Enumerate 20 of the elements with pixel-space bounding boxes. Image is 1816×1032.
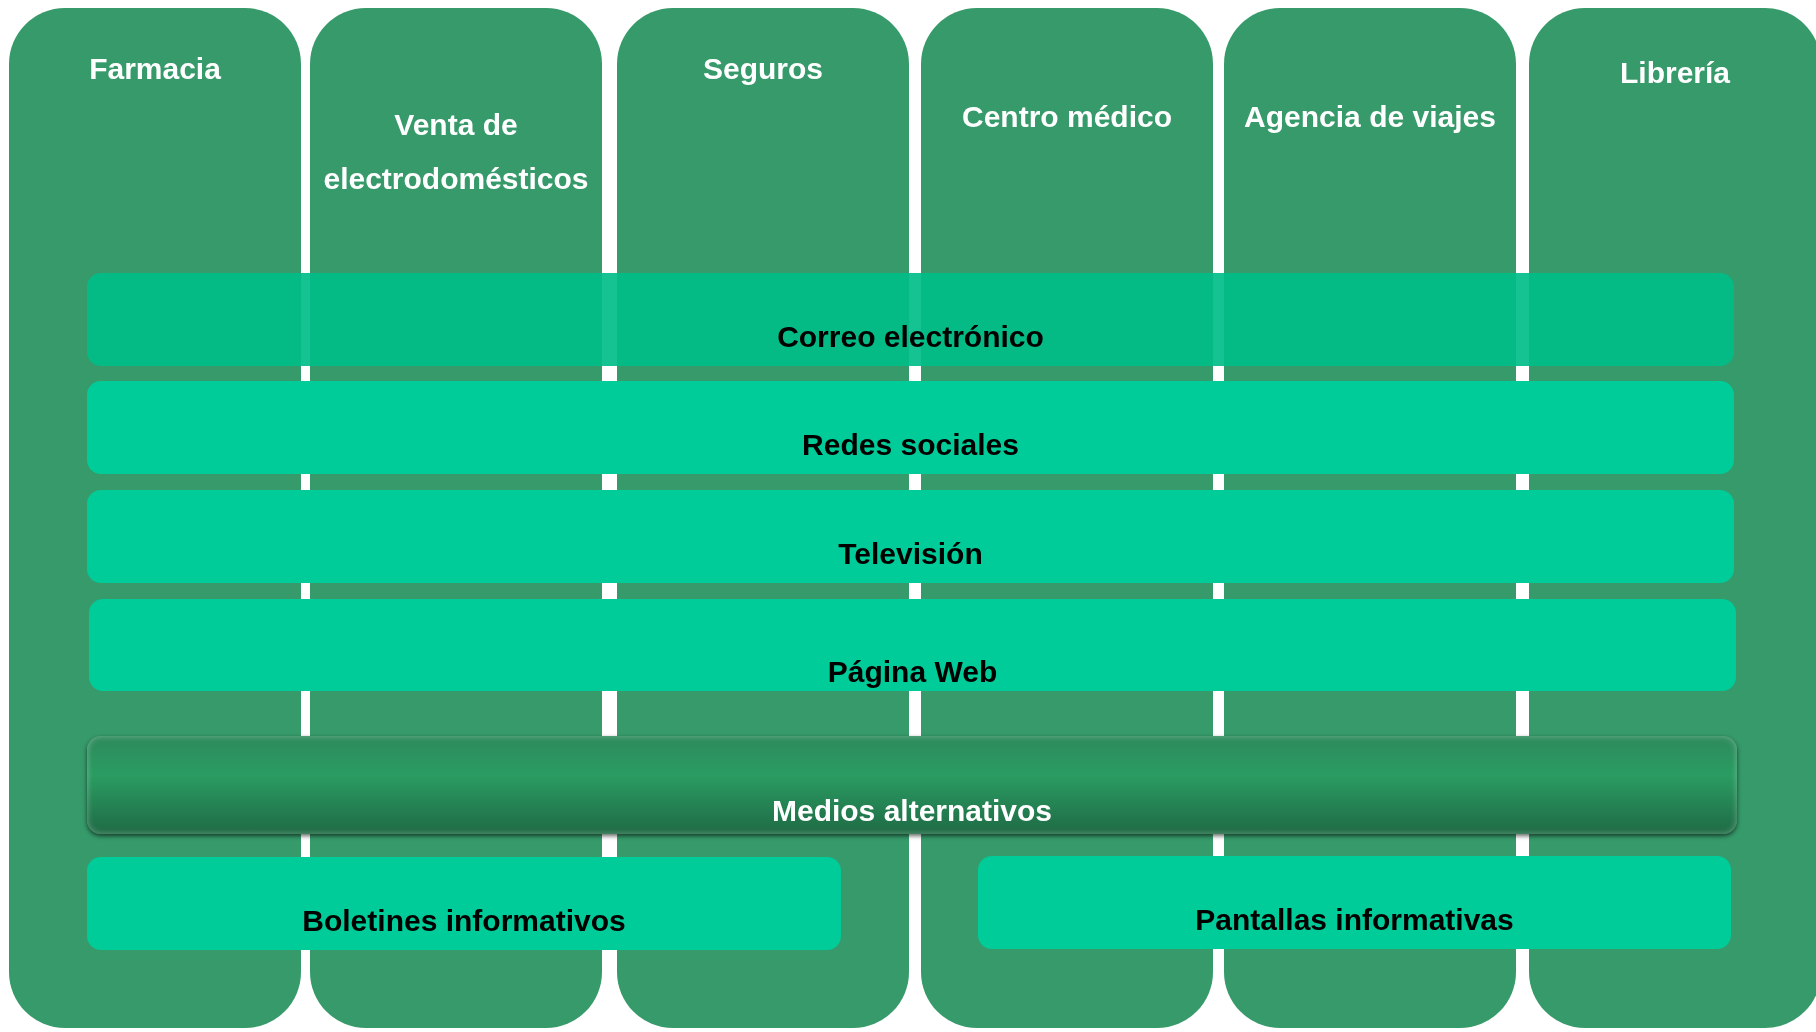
column-heading: Librería xyxy=(1619,55,1730,91)
channel-bar xyxy=(87,857,841,950)
channel-bar xyxy=(87,273,1734,366)
column-heading: Farmacia xyxy=(89,51,221,87)
bar-label: Medios alternativos xyxy=(771,794,1053,828)
bar-label: Correo electrónico xyxy=(777,320,1044,354)
channel-bar xyxy=(87,381,1734,474)
channel-bar xyxy=(978,856,1731,949)
channel-bar xyxy=(87,736,1737,834)
column-heading: Agencia de viajes xyxy=(1244,99,1496,135)
column-heading: Seguros xyxy=(703,51,823,87)
bar-label: Página Web xyxy=(827,655,998,689)
bar-label: Pantallas informativas xyxy=(1195,903,1514,937)
channel-bar xyxy=(87,490,1734,583)
channel-bar xyxy=(89,599,1736,691)
column-heading: Centro médico xyxy=(962,99,1172,135)
bar-label: Redes sociales xyxy=(802,428,1019,462)
bar-label: Boletines informativos xyxy=(302,904,626,938)
column-heading: Venta de electrodomésticos xyxy=(322,107,590,197)
bar-label: Televisión xyxy=(838,537,983,571)
